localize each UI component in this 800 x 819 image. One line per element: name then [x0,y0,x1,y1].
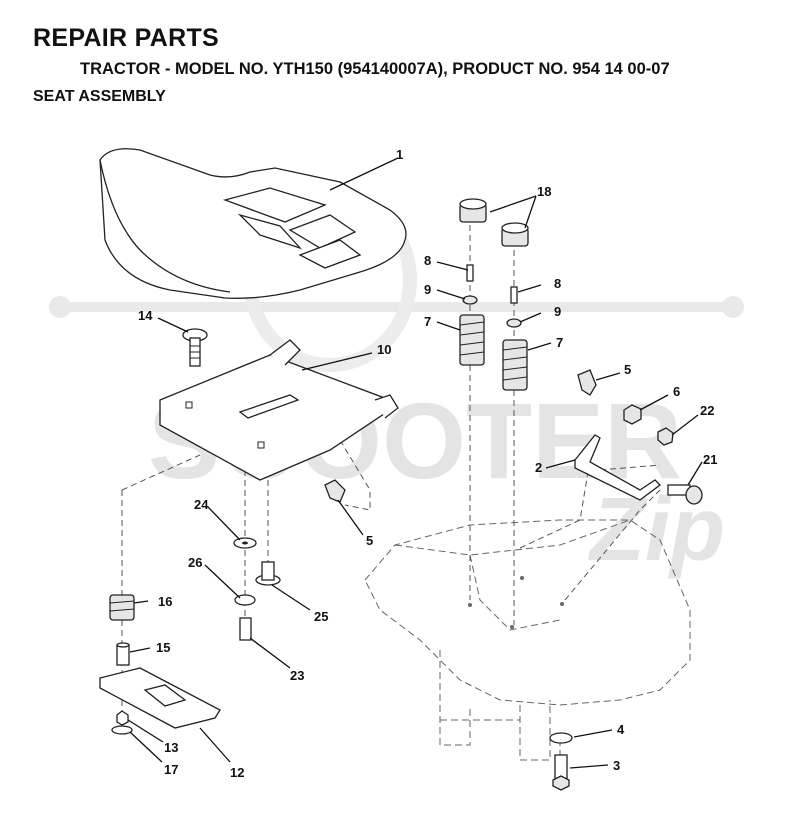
callout-22: 22 [700,403,714,418]
page-title: REPAIR PARTS [33,24,220,52]
callout-10: 10 [377,342,391,357]
callout-12: 12 [230,765,244,780]
spacer-part [116,642,130,666]
bolt-3-part [552,754,570,791]
bolt-25-part [255,561,281,586]
assembly-lines [121,225,661,760]
callout-3: 3 [613,758,620,773]
screw-parts [466,264,518,304]
callout-1: 1 [396,147,403,162]
callout-21: 21 [703,452,717,467]
callout-7a: 7 [424,314,431,329]
callout-labels: 1 10 14 18 8 8 9 9 7 7 5 6 22 2 21 5 24 … [138,147,717,780]
callout-14: 14 [138,308,153,323]
callout-6: 6 [673,384,680,399]
callout-7b: 7 [556,335,563,350]
section-title: SEAT ASSEMBLY [33,88,166,105]
callout-13: 13 [164,740,178,755]
callout-5b: 5 [366,533,373,548]
callout-18: 18 [537,184,551,199]
spring-16-part [109,594,135,621]
callout-17: 17 [164,762,178,777]
clip-parts [324,369,597,503]
tractor-frame [364,519,691,761]
callout-25: 25 [314,609,328,624]
callout-9b: 9 [554,304,561,319]
watermark-script: Zip [587,480,725,580]
callout-23: 23 [290,668,304,683]
plate-part [99,667,221,729]
spring-parts [459,314,528,391]
callout-5a: 5 [624,362,631,377]
model-subtitle: TRACTOR - MODEL NO. YTH150 (954140007A),… [80,60,670,78]
callout-15: 15 [156,640,170,655]
carriage-bolt-part [182,328,208,367]
callout-4: 4 [617,722,625,737]
callout-2: 2 [535,460,542,475]
nut-parts [623,404,674,446]
washer-24-part [233,537,257,549]
washer-4-part [549,732,573,744]
leader-lines [127,157,703,769]
callout-24: 24 [194,497,209,512]
bushing-parts [459,198,529,247]
seat-pan-part [159,339,399,481]
nut-13-17-parts [111,710,133,735]
shoulder-bolt-part [667,484,703,505]
callout-26: 26 [188,555,202,570]
callout-8b: 8 [554,276,561,291]
seat-part [99,148,407,299]
callout-9a: 9 [424,282,431,297]
callout-16: 16 [158,594,172,609]
callout-8a: 8 [424,253,431,268]
washer-parts [462,295,522,328]
bolt-23-part [239,617,252,641]
bracket-part [574,434,661,501]
